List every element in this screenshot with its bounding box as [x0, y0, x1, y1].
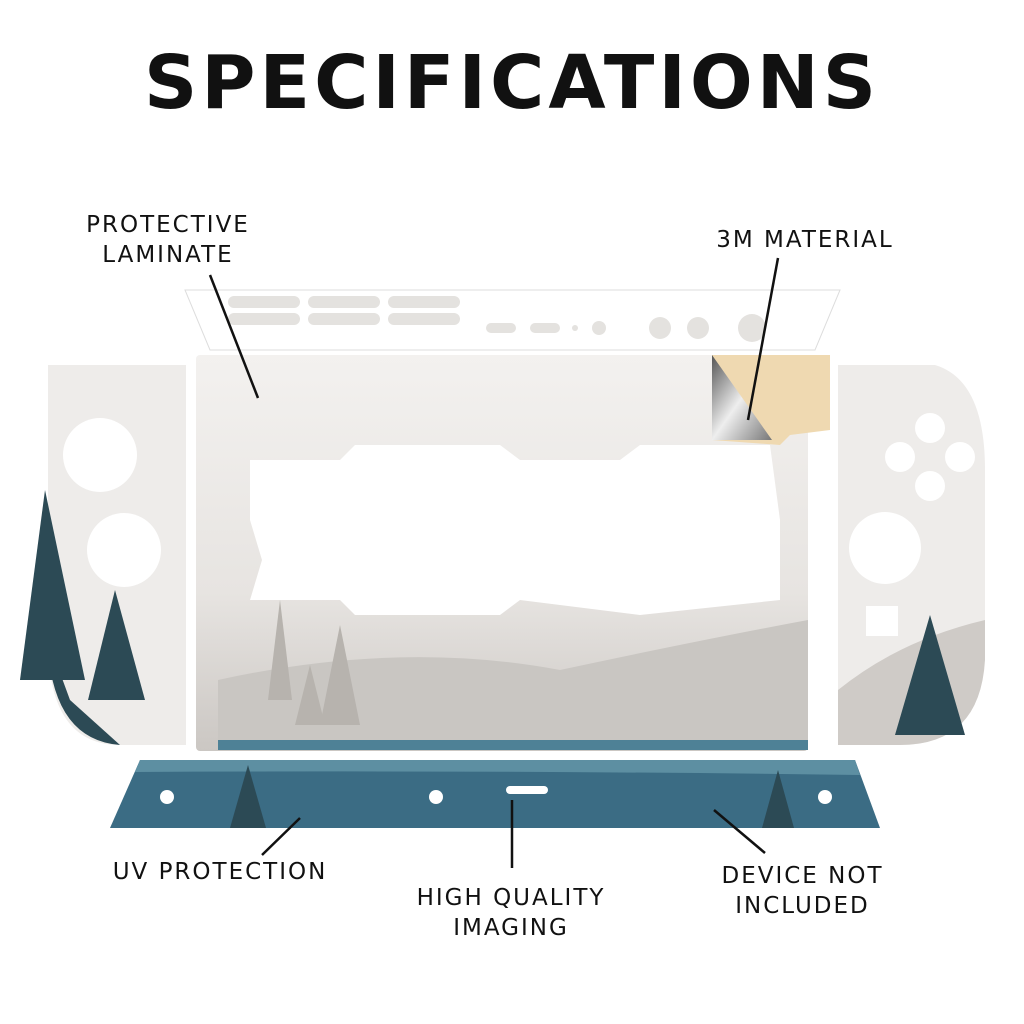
right-joycon-skin: [838, 365, 985, 745]
callout-high-quality-imaging: HIGH QUALITY IMAGING: [400, 883, 622, 943]
bottom-strip: [110, 760, 880, 828]
callout-lines: [208, 257, 780, 868]
callout-uv-protection: UV PROTECTION: [112, 859, 328, 885]
page-title: SPECIFICATIONS: [144, 40, 880, 126]
callout-line-1: DEVICE NOT: [721, 863, 884, 889]
callout-line-1: PROTECTIVE: [86, 212, 250, 238]
left-joycon-skin: [20, 365, 186, 745]
callout-line-2: INCLUDED: [735, 893, 870, 919]
callout-device-not-included: DEVICE NOT INCLUDED: [700, 861, 905, 921]
callout-protective-laminate: PROTECTIVE LAMINATE: [68, 210, 268, 270]
callout-line-1: HIGH QUALITY: [416, 885, 606, 911]
callout-line-2: LAMINATE: [102, 242, 234, 268]
callout-3m-material: 3M MATERIAL: [716, 227, 894, 253]
callout-line-2: IMAGING: [453, 915, 569, 941]
top-strip: [184, 289, 841, 351]
main-faceplate: [196, 355, 830, 751]
